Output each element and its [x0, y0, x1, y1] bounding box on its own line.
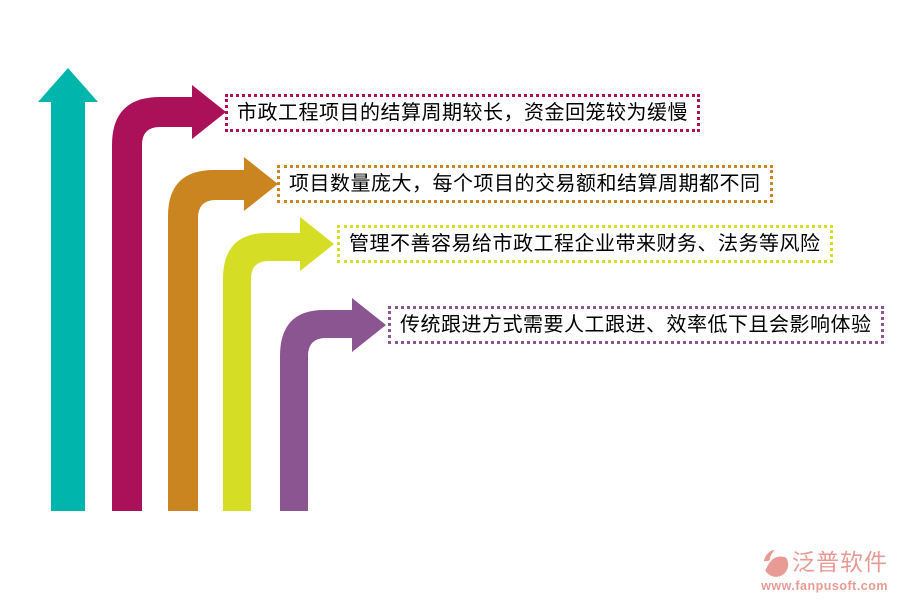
curved-arrow-1	[112, 85, 226, 511]
brand-watermark: 泛普软件 www.fanpusoft.com	[761, 548, 888, 593]
note-text: 项目数量庞大，每个项目的交易额和结算周期都不同	[289, 173, 761, 195]
up-arrow	[38, 68, 98, 511]
note-box-settlement-cycle: 市政工程项目的结算周期较长，资金回笼较为缓慢	[225, 94, 700, 132]
brand-url: www.fanpusoft.com	[761, 578, 888, 593]
curved-arrow-2	[168, 157, 278, 511]
fanpu-logo-icon	[763, 549, 789, 577]
curved-arrow-3	[223, 217, 334, 511]
curved-arrow-4	[280, 298, 386, 511]
note-box-management-risk: 管理不善容易给市政工程企业带来财务、法务等风险	[337, 225, 833, 263]
note-box-project-quantity: 项目数量庞大，每个项目的交易额和结算周期都不同	[277, 165, 773, 203]
note-text: 管理不善容易给市政工程企业带来财务、法务等风险	[349, 233, 821, 255]
note-box-manual-followup: 传统跟进方式需要人工跟进、效率低下且会影响体验	[388, 306, 884, 344]
brand-name: 泛普软件	[792, 549, 888, 575]
note-text: 传统跟进方式需要人工跟进、效率低下且会影响体验	[400, 314, 872, 336]
note-text: 市政工程项目的结算周期较长，资金回笼较为缓慢	[237, 102, 688, 124]
